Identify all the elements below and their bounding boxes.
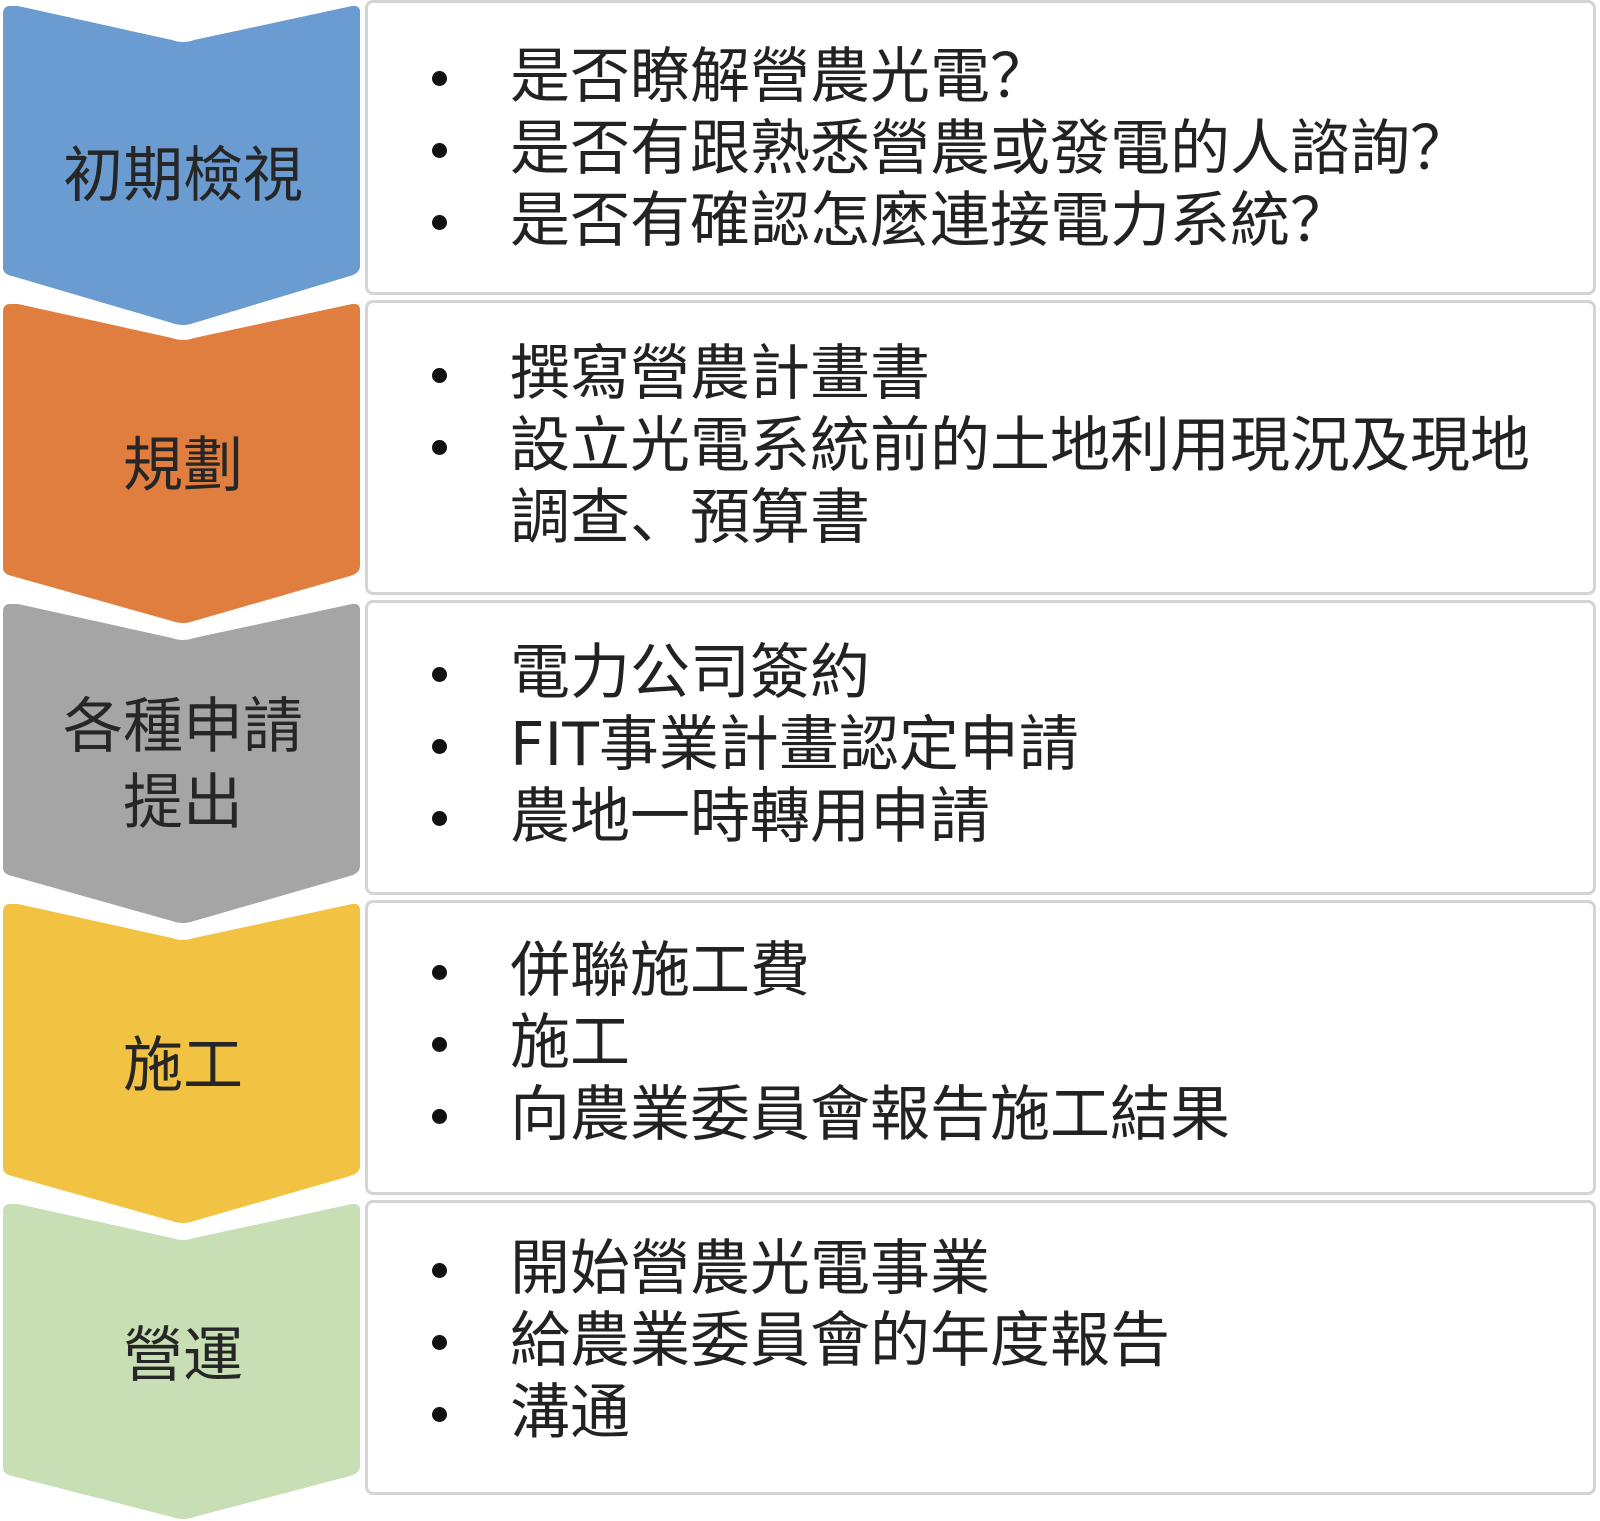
stage-2-box: 撰寫營農計畫書 設立光電系統前的土地利用現況及現地調查、預算書 — [365, 300, 1596, 595]
stage-3-chevron-shape — [3, 603, 360, 923]
bullet-dot — [432, 965, 447, 980]
stage-5-chevron: 營運 — [0, 1200, 366, 1521]
stage-5-box: 開始營農光電事業 給農業委員會的年度報告 溝通 — [365, 1200, 1596, 1495]
stage-1-chevron-shape — [3, 5, 360, 325]
stage-2-chevron: 規劃 — [0, 300, 366, 630]
stage-4-chevron: 施工 — [0, 900, 366, 1230]
stage-1-item-1: 是否瞭解營農光電？ — [368, 41, 1570, 113]
stage-2-item-2: 設立光電系統前的土地利用現況及現地調查、預算書 — [368, 410, 1570, 554]
stage-2-item-1: 撰寫營農計畫書 — [368, 338, 1570, 410]
stage-5-item-2: 給農業委員會的年度報告 — [368, 1305, 1570, 1377]
stage-3-label-line-2: 提出 — [123, 768, 243, 838]
bullet-dot — [432, 143, 447, 158]
stage-4-item-3: 向農業委員會報告施工結果 — [368, 1079, 1570, 1151]
stage-2-label: 規劃 — [0, 390, 366, 542]
stage-3-chevron: 各種申請 提出 — [0, 600, 366, 930]
stage-1-item-2: 是否有跟熟悉營農或發電的人諮詢？ — [368, 113, 1570, 185]
stage-5-bullets: 開始營農光電事業 給農業委員會的年度報告 溝通 — [368, 1233, 1570, 1449]
stage-4-item-1: 併聯施工費 — [368, 935, 1570, 1007]
stage-4-item-2: 施工 — [368, 1007, 1570, 1079]
bullet-dot — [432, 368, 447, 383]
stage-1-chevron: 初期檢視 — [0, 0, 366, 330]
bullet-dot — [432, 440, 447, 455]
bullet-dot — [432, 1335, 447, 1350]
bullet-dot — [432, 739, 447, 754]
stage-3-item-2: FIT事業計畫認定申請 — [368, 709, 1570, 781]
stage-1-item-3: 是否有確認怎麼連接電力系統？ — [368, 185, 1570, 257]
stage-3-label-line-1: 各種申請 — [63, 692, 303, 762]
stage-2-bullets: 撰寫營農計畫書 設立光電系統前的土地利用現況及現地調查、預算書 — [368, 338, 1570, 554]
bullet-dot — [432, 1407, 447, 1422]
stage-3-item-3: 農地一時轉用申請 — [368, 781, 1570, 853]
stage-5-item-1: 開始營農光電事業 — [368, 1233, 1570, 1305]
bullet-dot — [432, 1263, 447, 1278]
stage-5-label: 營運 — [0, 1280, 366, 1432]
bullet-dot — [432, 811, 447, 826]
bullet-dot — [432, 71, 447, 86]
bullet-dot — [432, 667, 447, 682]
stage-3-bullets: 電力公司簽約 FIT事業計畫認定申請 農地一時轉用申請 — [368, 637, 1570, 853]
stage-5-chevron-shape — [3, 1203, 360, 1519]
stage-1-bullets: 是否瞭解營農光電？ 是否有跟熟悉營農或發電的人諮詢？ 是否有確認怎麼連接電力系統… — [368, 41, 1570, 257]
stage-5-label-line-1: 營運 — [123, 1321, 243, 1391]
stage-4-chevron-shape — [3, 903, 360, 1223]
bullet-dot — [432, 215, 447, 230]
stage-3-item-1: 電力公司簽約 — [368, 637, 1570, 709]
stage-5-item-3: 溝通 — [368, 1377, 1570, 1449]
bullet-dot — [432, 1037, 447, 1052]
stage-1-label-line-1: 初期檢視 — [63, 141, 303, 211]
stage-1-box: 是否瞭解營農光電？ 是否有跟熟悉營農或發電的人諮詢？ 是否有確認怎麼連接電力系統… — [365, 0, 1596, 295]
stage-2-label-line-1: 規劃 — [123, 431, 243, 501]
bullet-dot — [432, 1109, 447, 1124]
stage-4-label-line-1: 施工 — [123, 1031, 243, 1101]
stage-4-box: 併聯施工費 施工 向農業委員會報告施工結果 — [365, 900, 1596, 1195]
stage-3-box: 電力公司簽約 FIT事業計畫認定申請 農地一時轉用申請 — [365, 600, 1596, 895]
stage-4-bullets: 併聯施工費 施工 向農業委員會報告施工結果 — [368, 935, 1570, 1151]
stage-3-label: 各種申請 提出 — [0, 680, 366, 850]
stage-4-label: 施工 — [0, 990, 366, 1142]
stage-2-chevron-shape — [3, 303, 360, 623]
stage-1-label: 初期檢視 — [0, 100, 366, 252]
